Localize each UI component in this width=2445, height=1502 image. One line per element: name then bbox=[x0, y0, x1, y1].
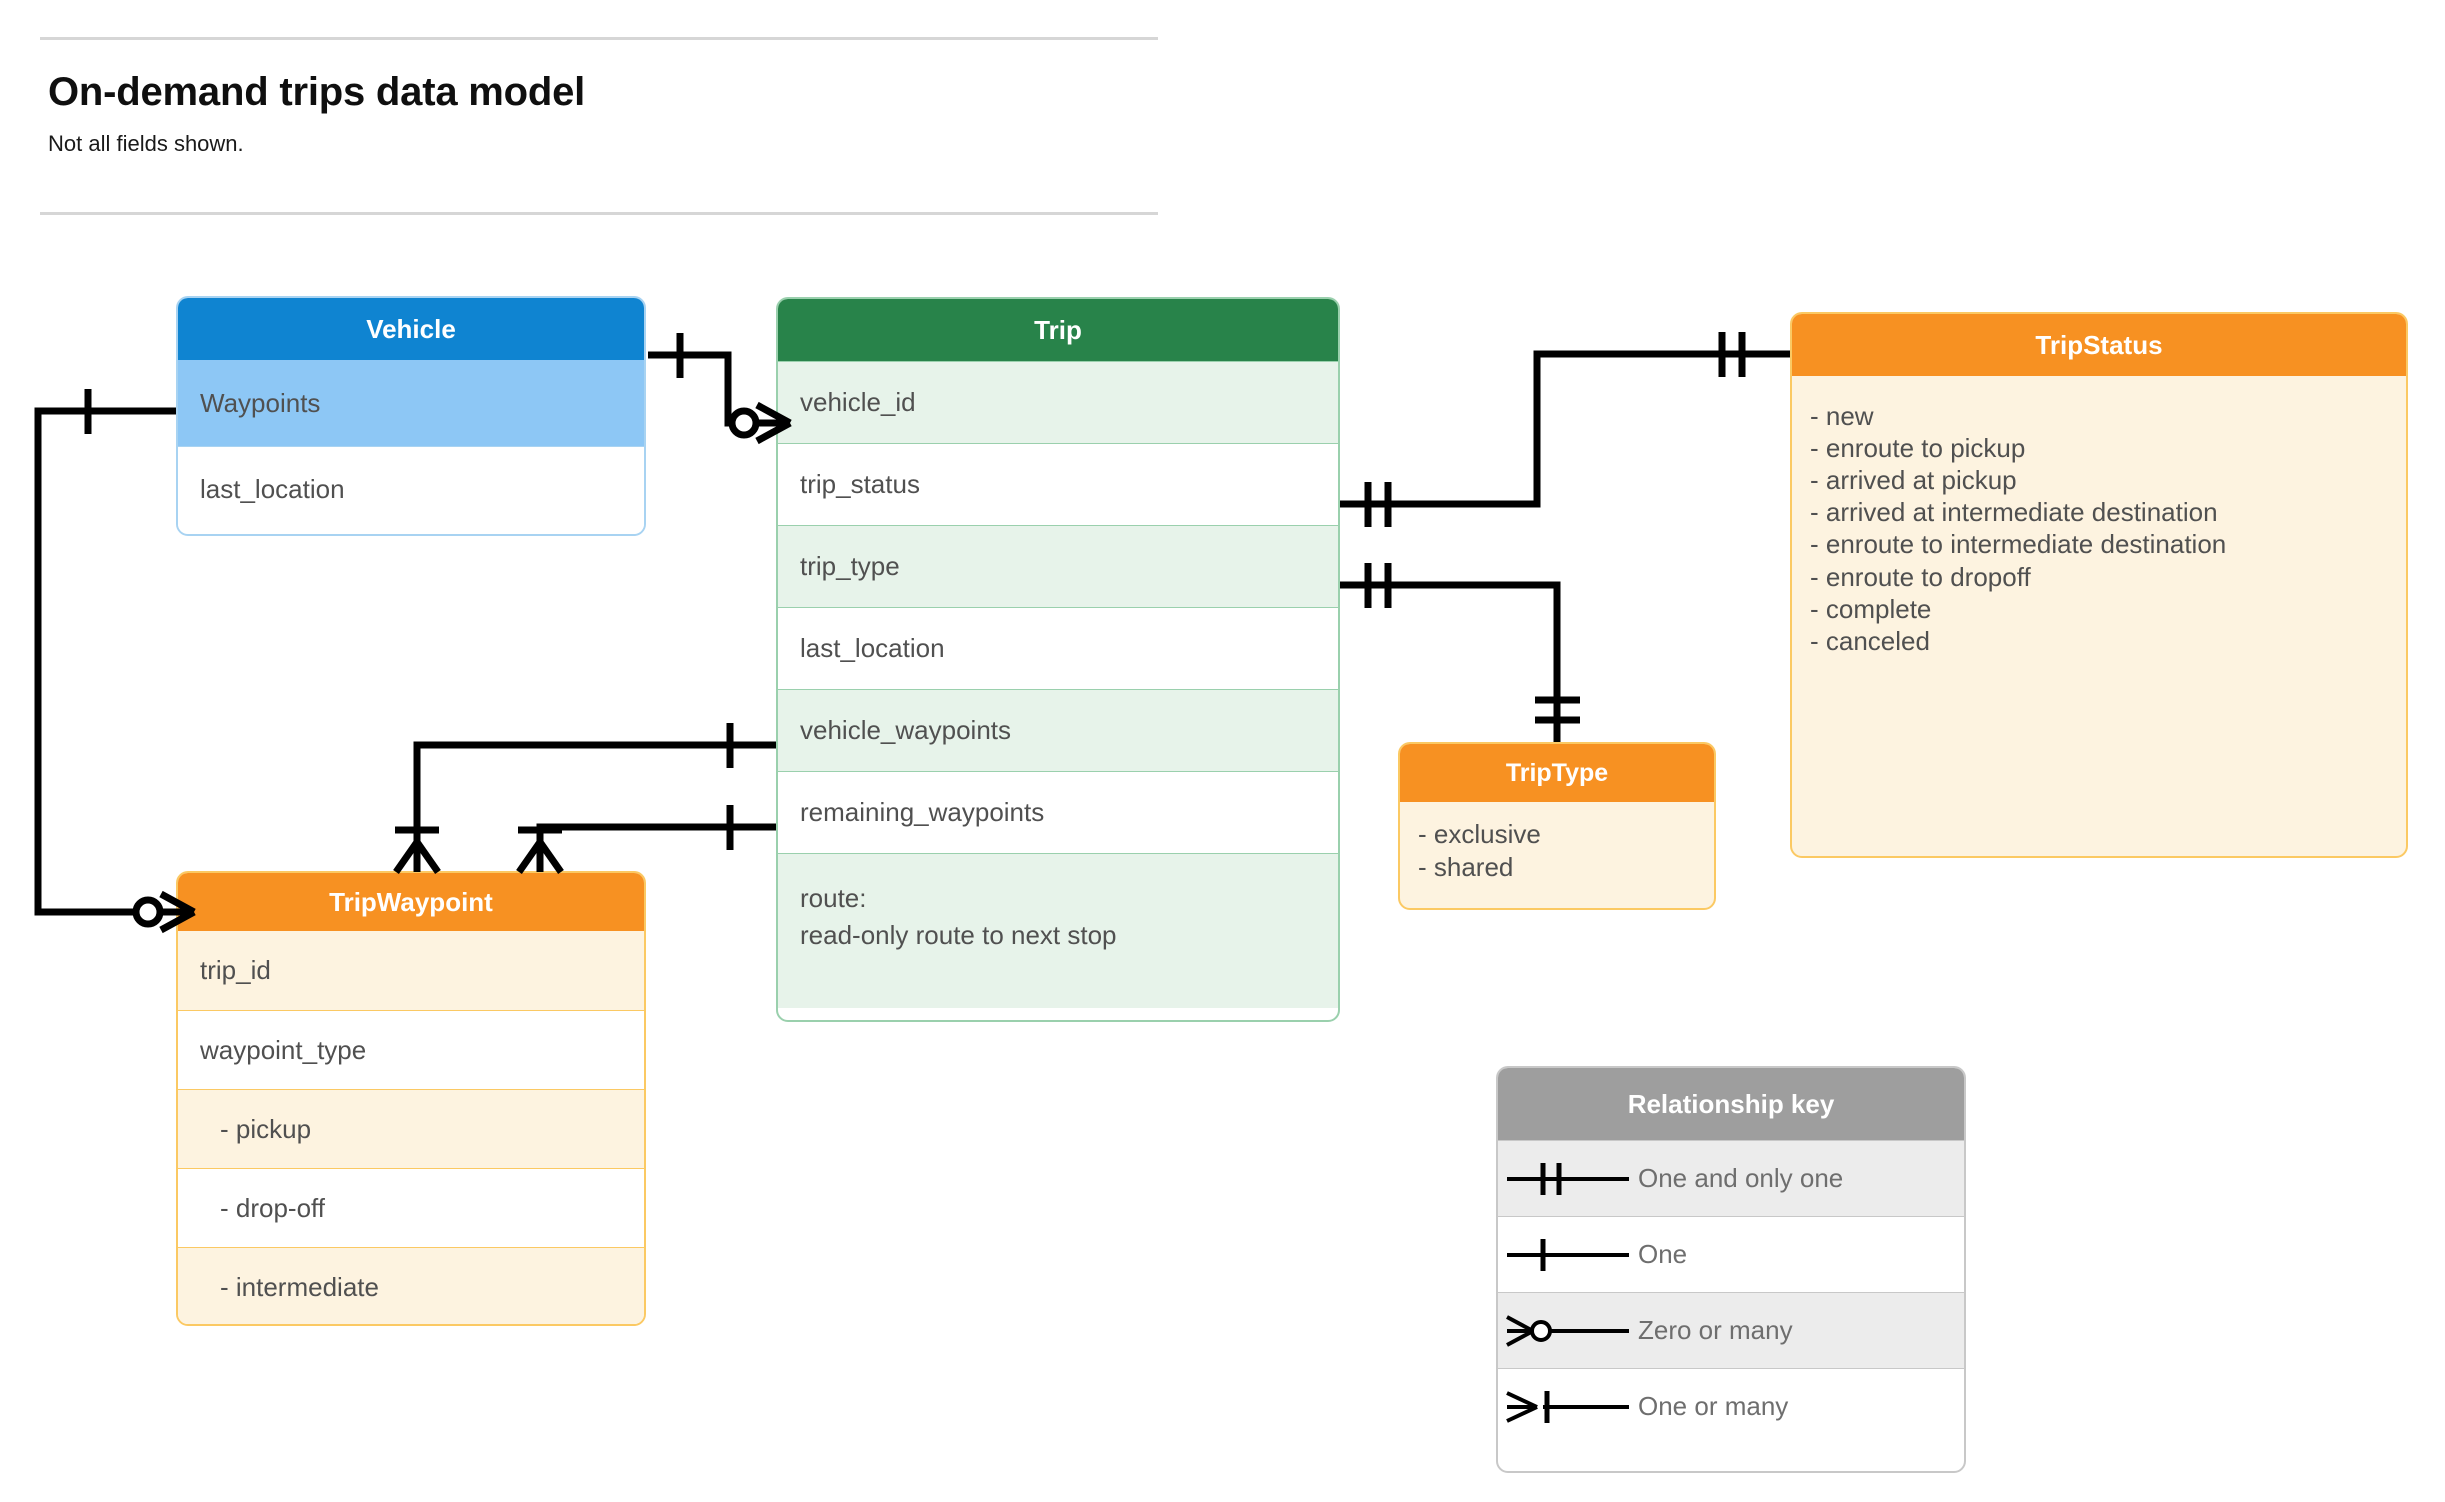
entity-trip-waypoint-fields: trip_id waypoint_type - pickup - drop-of… bbox=[178, 931, 644, 1324]
entity-trip-fields: vehicle_id trip_status trip_type last_lo… bbox=[778, 361, 1338, 1008]
field-trip-trip-type: trip_type bbox=[778, 525, 1338, 607]
entity-trip-type[interactable]: TripType - exclusive - shared bbox=[1398, 742, 1716, 910]
entity-trip[interactable]: Trip vehicle_id trip_status trip_type la… bbox=[776, 297, 1340, 1022]
field-vehicle-waypoints: Waypoints bbox=[178, 360, 644, 446]
field-trip-trip-status: trip_status bbox=[778, 443, 1338, 525]
connector-vehicle-to-trip bbox=[648, 333, 792, 445]
trip-status-value: - enroute to dropoff bbox=[1810, 561, 2031, 592]
trip-status-value: - new bbox=[1810, 401, 1874, 431]
field-trip-route: route: read-only route to next stop bbox=[778, 853, 1338, 1008]
trip-status-value: - arrived at pickup bbox=[1810, 465, 2017, 496]
connector-trip-to-tripstatus bbox=[1340, 332, 1790, 527]
zero-or-many-icon bbox=[1498, 1311, 1638, 1351]
legend-row-one: One bbox=[1498, 1216, 1964, 1292]
field-trip-vehicle-waypoints: vehicle_waypoints bbox=[778, 689, 1338, 771]
one-icon bbox=[1498, 1235, 1638, 1275]
connector-vehicle-waypoints-to-tripwaypoint bbox=[34, 389, 196, 934]
legend-row-one-or-many: One or many bbox=[1498, 1368, 1964, 1444]
connector-vehicle-waypoints-field-to-tripwaypoint bbox=[393, 723, 776, 875]
trip-status-value: - canceled bbox=[1810, 625, 1930, 656]
page-subtitle: Not all fields shown. bbox=[48, 131, 244, 156]
legend-label: One bbox=[1638, 1239, 1688, 1269]
entity-trip-status-title: TripStatus bbox=[1792, 314, 2406, 376]
entity-trip-type-values: - exclusive - shared bbox=[1400, 802, 1714, 884]
page-title: On-demand trips data model bbox=[48, 70, 586, 114]
trip-status-value: - arrived at intermediate destination bbox=[1810, 497, 2218, 528]
waypoint-type-value-dropoff: - drop-off bbox=[178, 1168, 644, 1247]
waypoint-type-value-intermediate: - intermediate bbox=[178, 1247, 644, 1324]
trip-type-value: - exclusive bbox=[1418, 819, 1541, 849]
entity-trip-waypoint-title: TripWaypoint bbox=[178, 873, 644, 931]
connector-remaining-waypoints-to-tripwaypoint bbox=[516, 805, 776, 875]
field-vehicle-last-location: last_location bbox=[178, 446, 644, 532]
legend-row-zero-or-many: Zero or many bbox=[1498, 1292, 1964, 1368]
relationship-key-legend[interactable]: Relationship key One and only one One bbox=[1496, 1066, 1966, 1473]
entity-vehicle[interactable]: Vehicle Waypoints last_location bbox=[176, 296, 646, 536]
legend-label: One and only one bbox=[1638, 1163, 1844, 1193]
entity-vehicle-title: Vehicle bbox=[178, 298, 644, 360]
legend-label: One or many bbox=[1638, 1391, 1789, 1421]
waypoint-type-value-pickup: - pickup bbox=[178, 1089, 644, 1168]
entity-trip-status-values: - new - enroute to pickup - arrived at p… bbox=[1792, 376, 2406, 657]
entity-trip-status[interactable]: TripStatus - new - enroute to pickup - a… bbox=[1790, 312, 2408, 858]
header-divider-top bbox=[40, 37, 1158, 40]
field-trip-route-label: route: bbox=[800, 883, 867, 913]
trip-status-value: - complete bbox=[1810, 593, 1932, 624]
legend-title: Relationship key bbox=[1498, 1068, 1964, 1140]
legend-label: Zero or many bbox=[1638, 1315, 1793, 1345]
field-trip-route-desc: read-only route to next stop bbox=[800, 919, 1117, 950]
entity-trip-title: Trip bbox=[778, 299, 1338, 361]
trip-status-value: - enroute to pickup bbox=[1810, 433, 2026, 464]
trip-status-value: - enroute to intermediate destination bbox=[1810, 529, 2227, 560]
one-or-many-icon bbox=[1498, 1387, 1638, 1427]
legend-row-one-and-only-one: One and only one bbox=[1498, 1140, 1964, 1216]
field-tripwaypoint-waypoint-type: waypoint_type bbox=[178, 1010, 644, 1089]
field-trip-last-location: last_location bbox=[778, 607, 1338, 689]
connector-trip-to-triptype bbox=[1340, 563, 1580, 742]
header-divider-bottom bbox=[40, 212, 1158, 215]
trip-type-value: - shared bbox=[1418, 851, 1514, 882]
entity-vehicle-fields: Waypoints last_location bbox=[178, 360, 644, 532]
one-and-only-one-icon bbox=[1498, 1159, 1638, 1199]
entity-trip-type-title: TripType bbox=[1400, 744, 1714, 802]
entity-trip-waypoint[interactable]: TripWaypoint trip_id waypoint_type - pic… bbox=[176, 871, 646, 1326]
field-trip-vehicle-id: vehicle_id bbox=[778, 361, 1338, 443]
field-tripwaypoint-trip-id: trip_id bbox=[178, 931, 644, 1010]
field-trip-remaining-waypoints: remaining_waypoints bbox=[778, 771, 1338, 853]
